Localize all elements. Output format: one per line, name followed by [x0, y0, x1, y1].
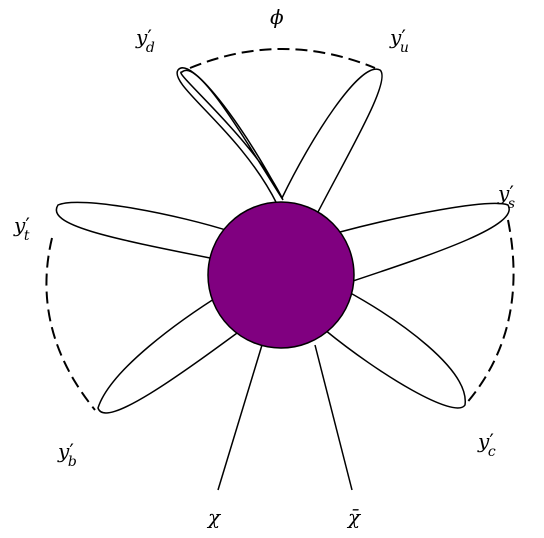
loop-b	[97, 291, 249, 414]
label-y-u: y′u	[389, 25, 409, 56]
phi-dashed-arc	[189, 48, 376, 69]
label-phi: ϕ	[270, 5, 284, 29]
label-chi: χ	[206, 505, 222, 529]
left-dashed-arc	[45, 237, 96, 411]
chibar-line	[314, 344, 353, 491]
loop-s	[339, 202, 510, 283]
loop-d	[180, 69, 284, 201]
chi-line	[217, 344, 263, 491]
label-y-t: y′t	[13, 213, 30, 244]
label-y-b: y′b	[57, 439, 77, 470]
label-y-s: y′s	[497, 181, 515, 212]
loop-u	[281, 68, 383, 213]
right-dashed-arc	[464, 219, 515, 406]
central-blob	[207, 201, 355, 349]
label-chibar: χ̄	[346, 505, 362, 529]
loop-d-outline	[176, 67, 283, 205]
label-y-d: y′d	[135, 25, 155, 56]
loop-c	[324, 289, 466, 409]
label-y-c: y′c	[477, 429, 496, 460]
loop-t	[55, 201, 233, 259]
